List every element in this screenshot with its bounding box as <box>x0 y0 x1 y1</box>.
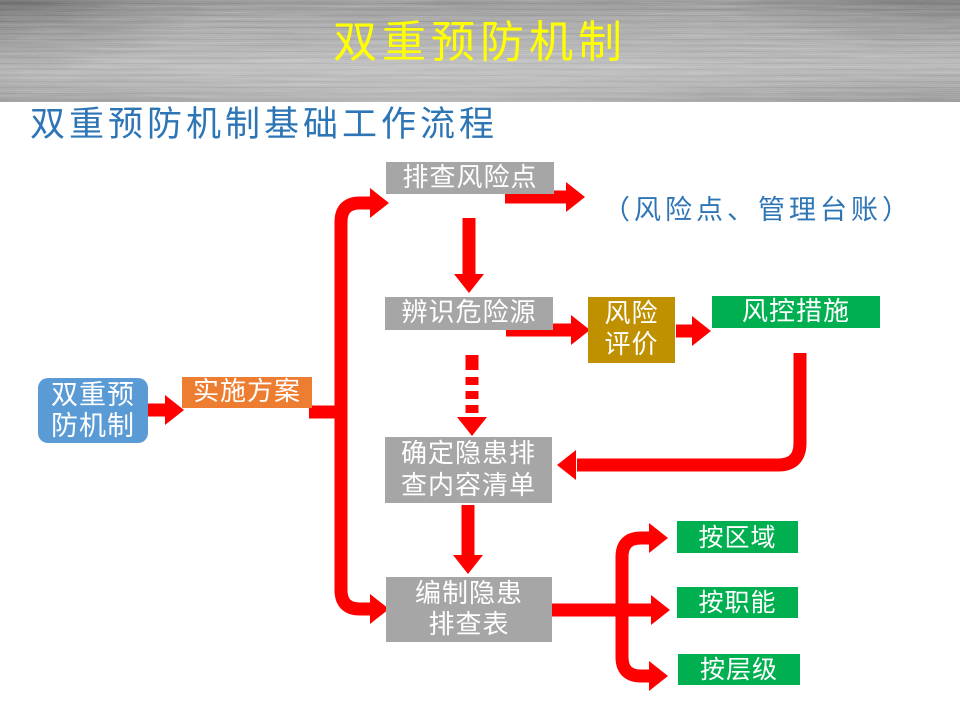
node-compile-inspection-table: 编制隐患 排查表 <box>386 577 552 642</box>
edge-identify-to-checklist-dashed <box>457 355 487 436</box>
node-implementation-plan: 实施方案 <box>182 377 312 408</box>
edge-dual-to-implementation <box>148 395 184 425</box>
node-by-area: 按区域 <box>677 521 798 553</box>
node-by-function: 按职能 <box>677 587 798 618</box>
banner-texture <box>0 0 960 102</box>
node-inspect-risk-points: 排查风险点 <box>386 162 554 194</box>
slide-title: 双重预防机制 <box>333 17 627 68</box>
note-risk-point-ledger: （风险点、管理台账） <box>603 195 913 226</box>
node-risk-control-measures: 风控措施 <box>712 296 880 328</box>
node-dual-prevention-mechanism: 双重预 防机制 <box>38 378 148 443</box>
node-identify-hazard-sources: 辨识危险源 <box>385 297 553 330</box>
edge-inspect-to-identify <box>454 218 484 293</box>
node-by-level: 按层级 <box>678 654 800 685</box>
section-heading: 双重预防机制基础工作流程 <box>30 105 499 145</box>
edge-checklist-to-compile <box>453 505 483 574</box>
fanout-branch <box>615 523 668 691</box>
node-hazard-checklist: 确定隐患排 查内容清单 <box>385 437 552 503</box>
node-risk-evaluation: 风险 评价 <box>588 297 675 363</box>
trunk-branch <box>334 188 389 624</box>
edge-compile-to-fanout <box>552 595 670 625</box>
edge-riskeval-to-riskcontrol <box>676 316 711 346</box>
edge-riskcontrol-to-checklist <box>557 353 807 480</box>
slide-header-banner: 双重预防机制 <box>0 0 960 102</box>
